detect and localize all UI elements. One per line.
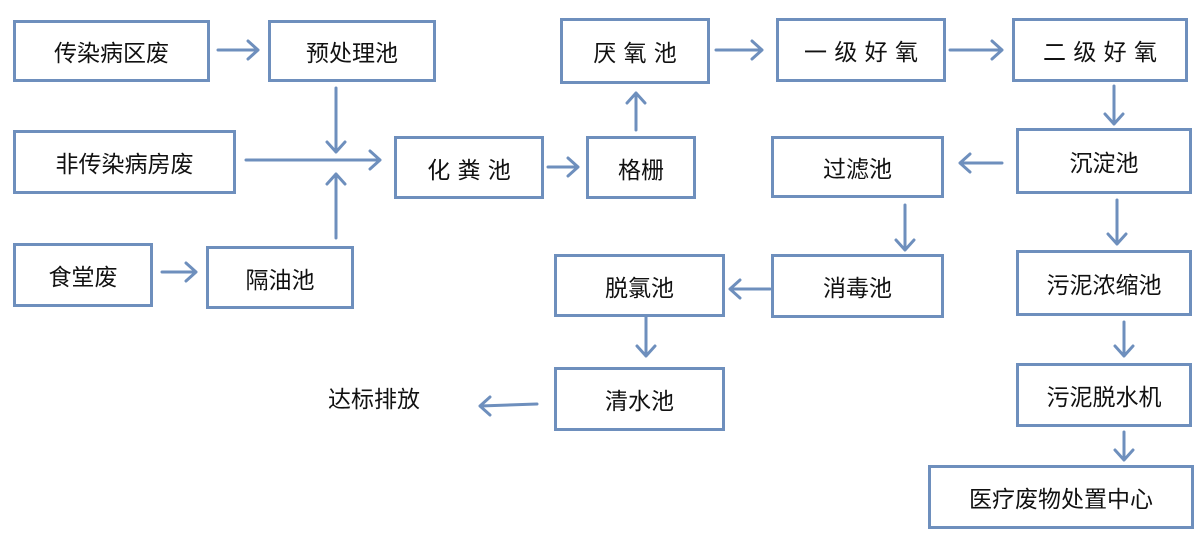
node-canteen: 食堂废	[13, 243, 153, 307]
node-sedimentation-tank: 沉淀池	[1016, 128, 1192, 194]
node-grille: 格栅	[586, 136, 696, 199]
node-primary-aerobic: 一 级 好 氧	[776, 18, 946, 82]
node-clear-water-tank: 清水池	[554, 367, 725, 431]
arrow-clearwater-to-discharge	[478, 395, 539, 417]
node-label: 二 级 好 氧	[1043, 40, 1157, 66]
arrow-grille-to-anaerobic	[625, 91, 647, 132]
arrow-anaerobic-to-primary	[714, 39, 764, 61]
node-label: 清水池	[605, 389, 674, 415]
arrow-sedimentation-to-filter	[958, 152, 1004, 174]
node-noninfectious-ward: 非传染病房废	[13, 130, 236, 194]
node-dechlorination-tank: 脱氯池	[554, 254, 725, 317]
node-label: 消毒池	[823, 276, 892, 302]
node-label: 传染病区废	[54, 41, 169, 67]
node-secondary-aerobic: 二 级 好 氧	[1012, 18, 1188, 82]
node-grease-trap: 隔油池	[206, 246, 354, 309]
node-label: 沉淀池	[1069, 151, 1139, 177]
node-label: 化 粪 池	[427, 157, 511, 184]
node-sludge-thickener: 污泥浓缩池	[1016, 250, 1192, 316]
arrow-canteen-to-greasetrap	[160, 261, 198, 283]
arrow-disinfection-to-dechlorination	[728, 278, 772, 300]
arrow-pretreatment-down	[325, 86, 347, 154]
arrow-noninfectious-to-septic	[244, 149, 382, 171]
node-label: 预处理池	[306, 41, 398, 67]
arrow-dechlorination-to-clearwater	[635, 310, 657, 358]
node-label: 过滤池	[823, 157, 892, 183]
arrow-filter-to-disinfection	[894, 203, 916, 252]
node-disinfection-tank: 消毒池	[771, 254, 944, 318]
node-label: 污泥浓缩池	[1046, 273, 1162, 299]
node-filter-tank: 过滤池	[771, 136, 944, 198]
node-medical-waste-center: 医疗废物处置中心	[928, 465, 1194, 529]
node-label: 脱氯池	[605, 275, 674, 302]
node-label: 污泥脱水机	[1046, 385, 1162, 411]
arrow-infectious-to-pretreatment	[216, 39, 260, 61]
node-anaerobic-tank: 厌 氧 池	[560, 18, 710, 84]
node-label: 食堂废	[48, 265, 118, 291]
arrow-septic-to-grille	[546, 156, 580, 178]
node-pretreatment-tank: 预处理池	[268, 20, 436, 82]
node-sludge-dewatering: 污泥脱水机	[1016, 363, 1192, 427]
node-discharge: 达标排放	[328, 387, 420, 413]
arrow-sedimentation-to-thickener	[1106, 198, 1128, 246]
arrow-secondary-to-sedimentation	[1103, 84, 1125, 126]
arrow-greasetrap-up	[325, 172, 347, 240]
arrow-primary-to-secondary	[948, 39, 1004, 61]
arrow-thickener-to-dewatering	[1113, 320, 1135, 358]
node-label: 非传染病房废	[55, 152, 194, 178]
node-label: 医疗废物处置中心	[969, 487, 1153, 513]
node-infectious-ward: 传染病区废	[13, 20, 210, 82]
node-label: 厌 氧 池	[593, 41, 677, 67]
arrow-dewatering-to-wastecenter	[1113, 430, 1135, 462]
node-label: 隔油池	[245, 267, 315, 294]
node-septic-tank: 化 粪 池	[394, 136, 544, 199]
node-label: 格栅	[618, 157, 664, 184]
node-label: 一 级 好 氧	[804, 40, 918, 66]
